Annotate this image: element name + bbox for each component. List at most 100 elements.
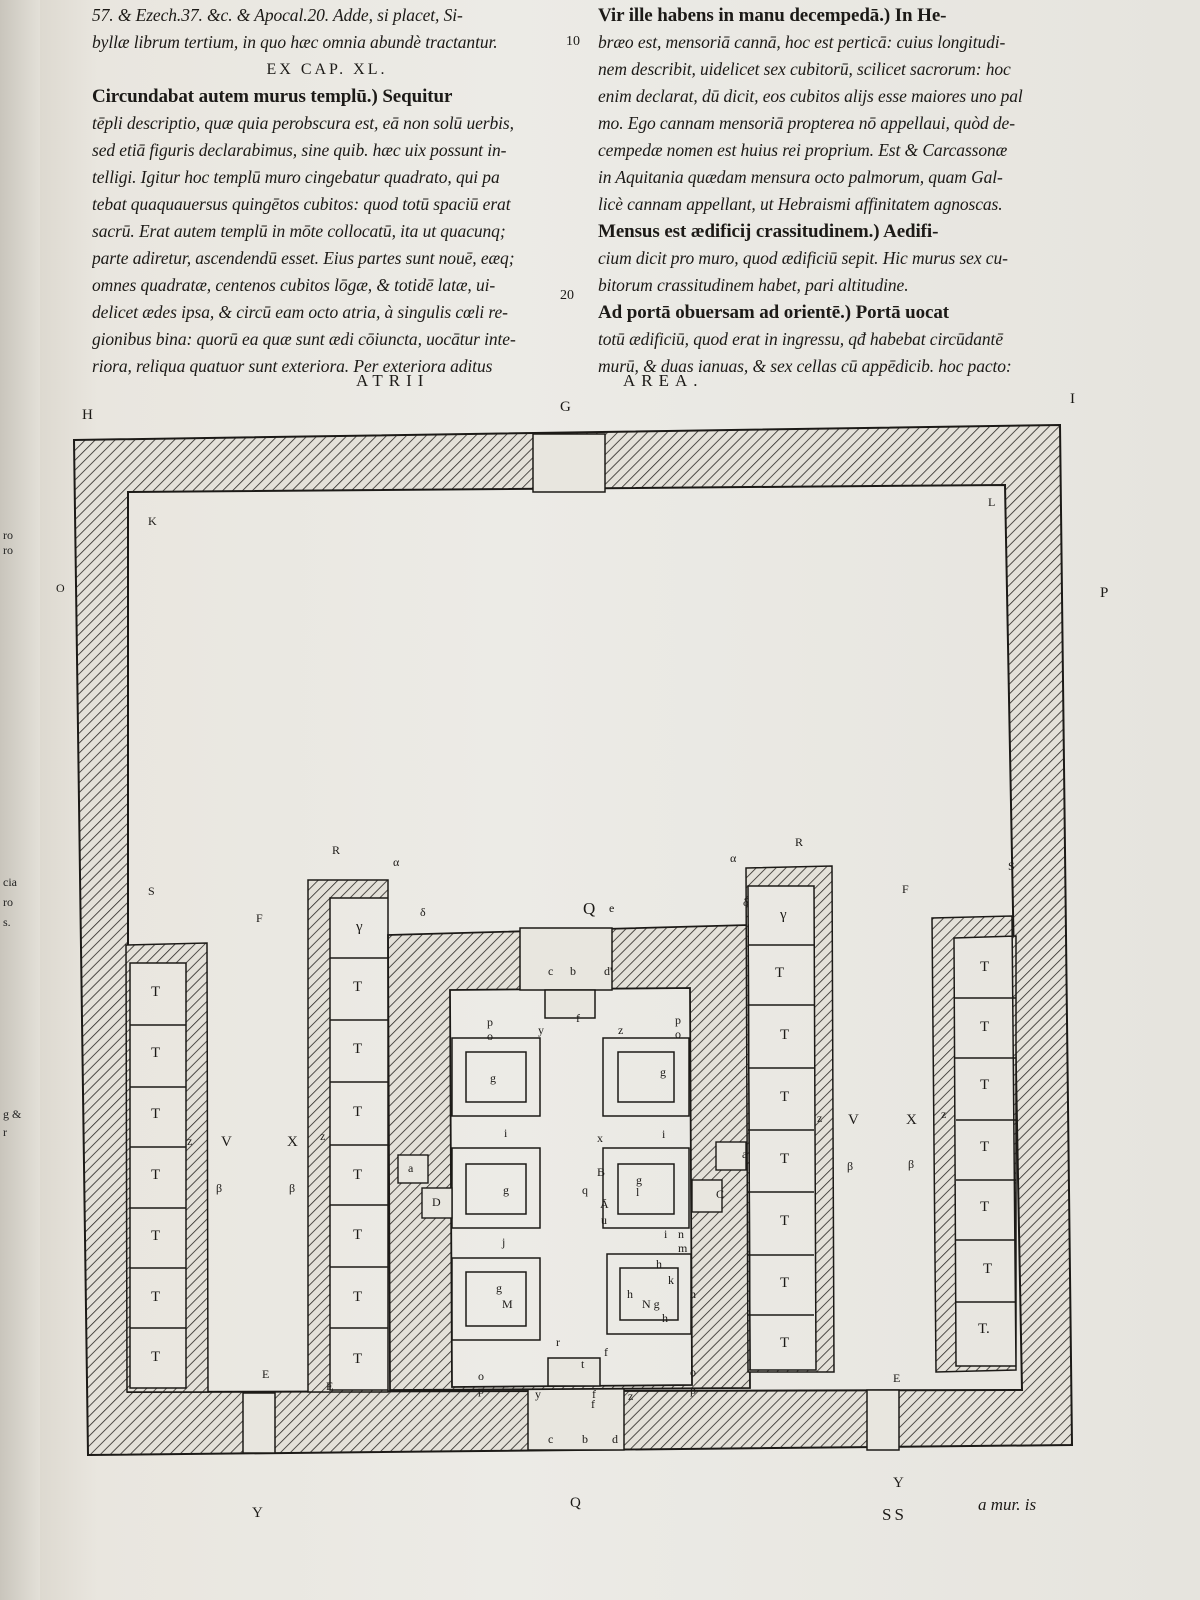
text-line: enim declarat, dū dicit, eos cubitos ali… — [598, 86, 1023, 106]
inner-label: i — [662, 1127, 666, 1141]
cell-label-t: T — [353, 1227, 363, 1243]
cell-label-t-last: T. — [978, 1321, 990, 1337]
label-s-left: S — [148, 884, 155, 898]
gate-label-b: b — [570, 964, 576, 978]
cell-label-t: T — [151, 1106, 161, 1122]
cell-label-t: T — [980, 959, 990, 975]
inner-label: g — [660, 1065, 666, 1079]
label-q-bottom: Q — [570, 1495, 581, 1511]
text-line: totū ædificiū, quod erat in ingressu, qđ… — [598, 329, 1003, 349]
gate-label-f: f — [576, 1011, 580, 1025]
cell-label-t: T — [775, 965, 785, 981]
inner-label: f — [604, 1345, 608, 1359]
cell-label-t: T — [353, 1167, 363, 1183]
cell-label-t: T — [980, 1077, 990, 1093]
label-x-right: X — [906, 1112, 917, 1128]
gate-label-d: d' — [604, 964, 613, 978]
right-text-column: Vir ille habens in manu decempedā.) In H… — [598, 2, 1038, 380]
cell-label-t: T — [780, 1089, 790, 1105]
inner-label: a — [742, 1147, 748, 1161]
label-beta: β — [289, 1181, 296, 1195]
cell-label-t: T — [353, 1351, 363, 1367]
gate-gap-bottom-right — [866, 1389, 900, 1451]
lemma-heading: Mensus est ædificij crassitudinem.) Aedi… — [598, 221, 939, 242]
label-y-left: Y — [252, 1505, 263, 1521]
caption-area: AREA. — [623, 371, 704, 390]
book-gutter — [0, 0, 40, 1600]
margin-note: ro — [3, 528, 13, 542]
label-beta: β — [847, 1159, 854, 1173]
gate-label-f: f — [592, 1387, 596, 1401]
text-line: omnes quadratæ, centenos cubitos lōgæ, &… — [92, 275, 496, 295]
label-beta: β — [216, 1181, 223, 1195]
inner-label: B — [597, 1165, 606, 1179]
text-line: in Aquitania quædam mensura octo palmoru… — [598, 167, 1003, 187]
cell-label-t: T — [780, 1213, 790, 1229]
chapter-heading: EX CAP. XL. — [266, 61, 388, 78]
lemma-heading: Ad portā obuersam ad orientē.) Portā uoc… — [598, 302, 949, 323]
cell-label-t: T — [353, 1289, 363, 1305]
inner-label: g — [496, 1281, 502, 1295]
label-delta-left: δ — [420, 905, 426, 919]
inner-label: y — [535, 1387, 541, 1401]
cell-label-t: T — [980, 1139, 990, 1155]
label-z: z — [320, 1129, 326, 1143]
inner-label: h — [662, 1311, 668, 1325]
inner-label: D — [432, 1195, 441, 1209]
margin-note: cia — [3, 875, 17, 889]
cell-label-gamma: γ — [356, 919, 363, 935]
text-line: cempedæ nomen est huius rei proprium. Es… — [598, 140, 1008, 160]
label-i: I — [1070, 391, 1075, 407]
label-p: P — [1100, 585, 1109, 601]
cell-label-t: T — [353, 1104, 363, 1120]
label-o: O — [56, 581, 65, 595]
label-e-top: e — [609, 901, 615, 915]
lemma-heading: Vir ille habens in manu decempedā.) In H… — [598, 5, 947, 26]
label-y-right: Y — [893, 1475, 904, 1491]
cell-label-t: T — [780, 1275, 790, 1291]
label-r-right: R — [795, 835, 804, 849]
gate-label-d: d — [612, 1432, 618, 1446]
lemma-heading: Circundabat autem murus templū.) Sequitu… — [92, 86, 453, 107]
text-line: gionibus bina: quorū ea quæ sunt ædi cōi… — [92, 329, 516, 349]
inner-label: p — [675, 1013, 681, 1027]
label-alpha-left: α — [393, 855, 400, 869]
inner-label: f — [591, 1397, 595, 1411]
cell-label-t: T — [151, 1045, 161, 1061]
margin-note: g & — [3, 1107, 22, 1121]
cell-label-t: T — [780, 1335, 790, 1351]
inner-label: t — [581, 1357, 585, 1371]
margin-note: ro — [3, 543, 13, 557]
inner-label: l — [636, 1185, 640, 1199]
inner-label: g — [636, 1173, 642, 1187]
bottom-gate-house — [527, 1387, 625, 1451]
text-line: mo. Ego cannam mensoriā propterea nō app… — [598, 113, 1015, 133]
text-line: bitorum crassitudinem habet, pari altitu… — [598, 275, 909, 295]
inner-label: h — [690, 1287, 696, 1301]
inner-label: o — [690, 1365, 696, 1379]
label-f-right: F — [902, 882, 909, 896]
inner-label: p — [487, 1015, 493, 1029]
cell-label-t: T — [983, 1261, 993, 1277]
cell-label-t: T — [151, 1228, 161, 1244]
cell-label-t: T — [353, 979, 363, 995]
text-line: byllæ librum tertium, in quo hæc omnia a… — [92, 32, 498, 52]
inner-label: o — [487, 1029, 493, 1043]
inner-label: g — [490, 1071, 496, 1085]
text-line: cium dicit pro muro, quod ædificiū sepit… — [598, 248, 1008, 268]
gate-label-c: c — [548, 1432, 554, 1446]
inner-label: C — [716, 1187, 725, 1201]
inner-court — [387, 924, 751, 1391]
inner-label: m — [678, 1241, 688, 1255]
text-line: 57. & Ezech.37. &c. & Apocal.20. Adde, s… — [92, 5, 463, 25]
cell-label-t: T — [980, 1199, 990, 1215]
inner-label: o — [478, 1369, 484, 1383]
cell-label-t: T — [151, 1167, 161, 1183]
inner-label: Ā — [600, 1197, 609, 1211]
cell-label-t: T — [151, 1289, 161, 1305]
label-g: G — [560, 399, 571, 415]
inner-label: k — [668, 1273, 674, 1287]
inner-label: n — [678, 1227, 684, 1241]
chamber-column-inner-left — [307, 879, 389, 1393]
inner-label: x — [597, 1131, 603, 1145]
